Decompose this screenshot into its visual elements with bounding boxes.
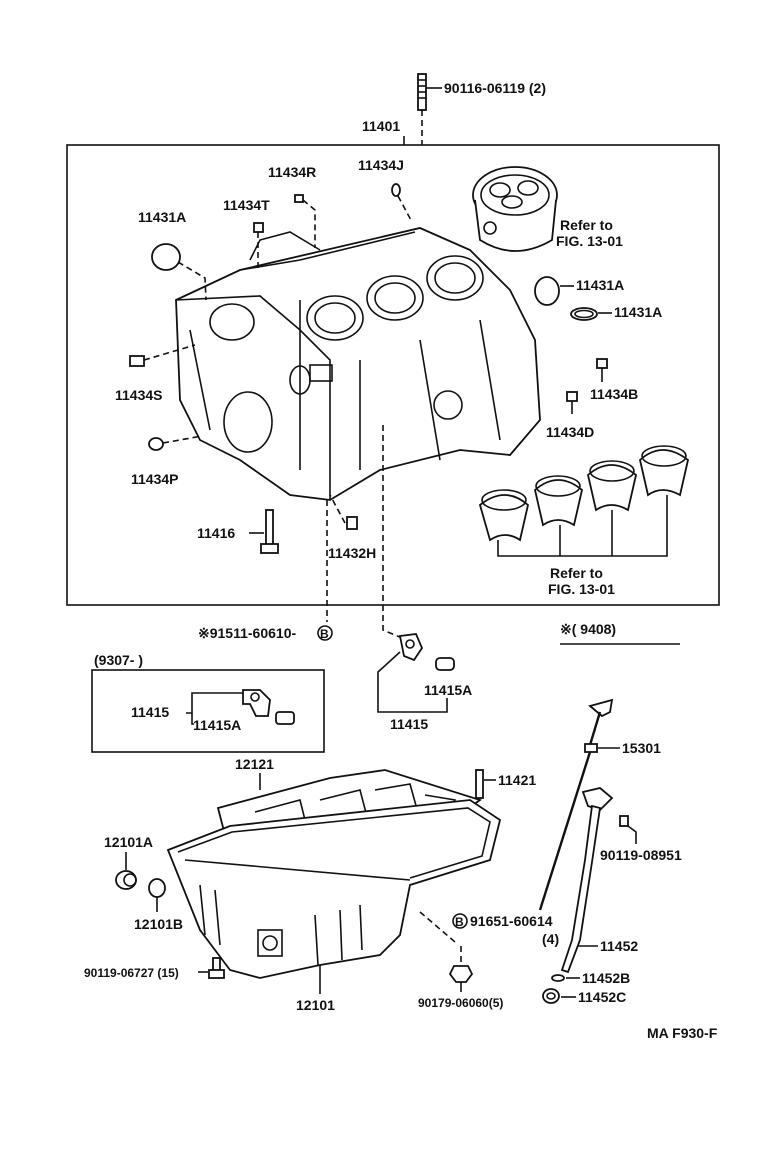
ring-11452b (551, 974, 565, 982)
label-refer-bot-1: Refer to (550, 565, 603, 581)
label-drain-plug-circle: B (320, 627, 329, 641)
dipstick (538, 698, 614, 911)
label-union-11415: 11415 (390, 716, 428, 732)
union-11415 (398, 633, 455, 671)
gasket-12101b (148, 878, 166, 898)
bolt-11416 (260, 509, 279, 554)
oring-11452c (542, 988, 560, 1004)
plug-11432h (346, 516, 358, 530)
piston-illustration (472, 166, 558, 252)
label-union-11415a: 11415A (424, 682, 472, 698)
label-plug-b: 11434B (590, 386, 638, 402)
label-bolt-90119-06727: 90119-06727 (15) (84, 966, 179, 980)
label-note-right: ※( 9408) (560, 621, 616, 637)
label-refer-top-2: FIG. 13-01 (556, 233, 623, 249)
label-gasket-12101a: 12101A (104, 834, 153, 850)
label-bolt-11416: 11416 (197, 525, 235, 541)
label-plug-t: 11434T (223, 197, 270, 213)
label-plug-h: 11432H (328, 545, 376, 561)
label-fig-code: MA F930-F (647, 1025, 718, 1041)
label-inset-11415a: 11415A (193, 717, 241, 733)
bolt-90119-08951 (619, 815, 629, 827)
label-plug-91651-a: 91651-60614 (470, 913, 553, 929)
label-refer-top-1: Refer to (560, 217, 613, 233)
label-plug-j: 11434J (358, 157, 404, 173)
circle-b-91651 (452, 913, 468, 929)
gasket-12101a (115, 870, 137, 890)
label-plug-p: 11434P (131, 471, 179, 487)
stud-bolt-top (417, 73, 442, 145)
label-stud-11421: 11421 (498, 772, 536, 788)
label-plug-d: 11434D (546, 424, 594, 440)
label-refer-bot-2: FIG. 13-01 (548, 581, 615, 597)
label-drain-plug-note: ※91511-60610- (198, 625, 296, 641)
label-inset-header: (9307- ) (94, 652, 143, 668)
label-plug-91651-b: (4) (542, 931, 559, 947)
label-stud-bolt: 90116-06119 (2) (444, 80, 546, 96)
dipstick-guide (560, 787, 614, 974)
label-ring-11452b: 11452B (582, 970, 630, 986)
label-plug-a-right1: 11431A (576, 277, 624, 293)
label-gasket-12101b: 12101B (134, 916, 183, 932)
label-block-assy: 11401 (362, 118, 400, 134)
inset-box (91, 669, 325, 753)
label-dipstick: 15301 (622, 740, 661, 756)
bearing-shells (478, 445, 690, 557)
cylinder-block-illustration (175, 227, 541, 501)
label-bolt-90119-08951: 90119-08951 (600, 847, 682, 863)
label-circle-b: B (455, 915, 464, 929)
label-oring-11452c: 11452C (578, 989, 626, 1005)
stud-11421 (475, 769, 484, 799)
label-guide-11452: 11452 (600, 938, 638, 954)
label-inset-11415: 11415 (131, 704, 169, 720)
oil-pan (166, 799, 502, 979)
union-inset (242, 689, 295, 725)
label-plug-s: 11434S (115, 387, 163, 403)
label-oil-pan: 12101 (296, 997, 335, 1013)
label-nut-90179: 90179-06060(5) (418, 996, 503, 1010)
label-baffle: 12121 (235, 756, 274, 772)
bolt-90119-06727 (208, 957, 225, 979)
nut-90179 (448, 965, 474, 983)
block-assembly-frame (66, 144, 720, 606)
label-plug-a-left: 11431A (138, 209, 186, 225)
label-plug-a-right2: 11431A (614, 304, 662, 320)
label-plug-r: 11434R (268, 164, 316, 180)
